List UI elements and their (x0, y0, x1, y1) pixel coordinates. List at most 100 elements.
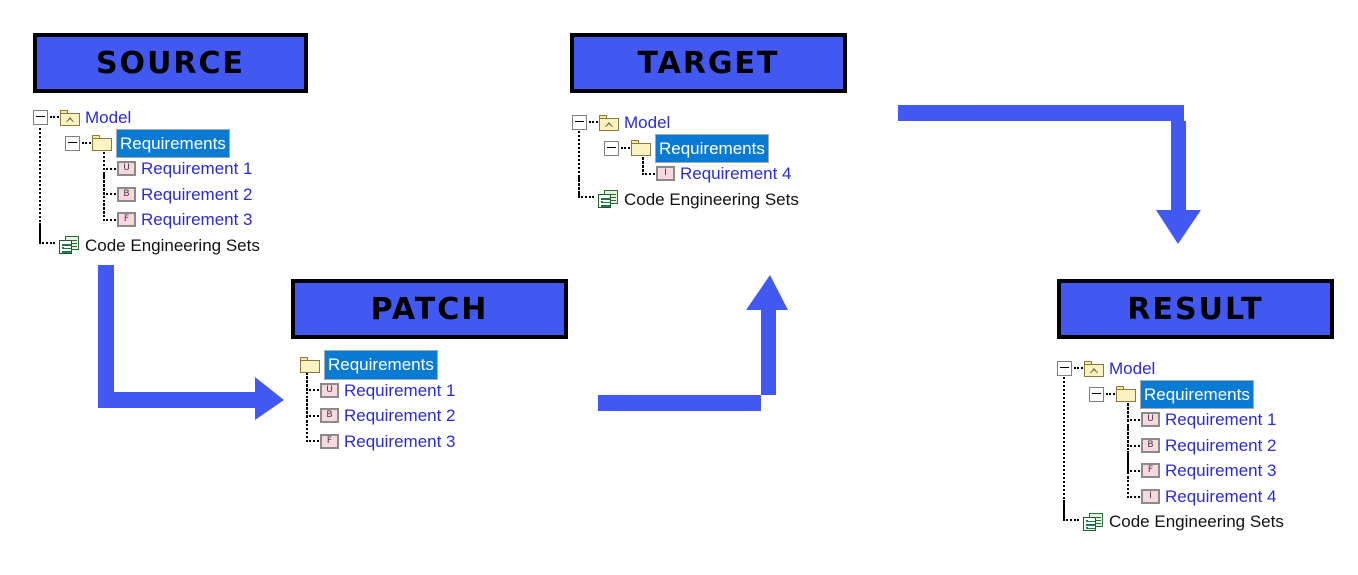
expander-collapse-icon[interactable] (1089, 386, 1104, 402)
tree-node-label: Code Engineering Sets (85, 235, 260, 255)
expander-collapse-icon[interactable] (33, 110, 48, 126)
folder-icon (92, 135, 112, 152)
tree-node-requirement-3[interactable]: F Requirement 3 (300, 429, 456, 455)
tree-node-label: Requirement 2 (344, 406, 456, 425)
tree-connector (82, 141, 91, 145)
tree-node-label: Requirement 4 (680, 164, 792, 183)
requirement-icon: B (117, 186, 136, 202)
tree-node-label: Requirement 3 (1165, 461, 1277, 480)
tree-node-label: Requirement 2 (1165, 435, 1277, 455)
tree-node-label: Requirement 2 (141, 184, 253, 204)
tree-node-code-engineering-sets[interactable]: Code Engineering Sets (1057, 509, 1284, 535)
tree-trunk-line (39, 123, 41, 242)
requirement-icon: F (1141, 463, 1160, 479)
tree-node-label: Model (624, 113, 671, 132)
code-engineering-sets-icon (59, 236, 80, 255)
tree-elbow-req3 (103, 200, 119, 221)
tree-connector (50, 116, 59, 119)
tree-node-label: Model (1109, 359, 1156, 378)
expander-collapse-icon[interactable] (65, 135, 80, 151)
tree-elbow-req3 (306, 421, 322, 442)
tree-node-label: Requirement 1 (344, 380, 456, 400)
tree-connector (589, 121, 598, 124)
tree-node-requirement-1[interactable]: U Requirement 1 (1057, 407, 1284, 433)
tree-node-requirement-4[interactable]: I Requirement 4 (572, 161, 799, 187)
tree-elbow-req3 (1127, 451, 1143, 472)
requirement-icon: B (320, 408, 339, 424)
tree-result: Model Requirements U Requirement 1 B Req… (1057, 356, 1284, 535)
source-to-patch-arrow (98, 265, 284, 420)
panel-title-source: SOURCE (95, 45, 246, 81)
tree-elbow-req2 (306, 396, 322, 417)
tree-node-requirements[interactable]: Requirements (1057, 379, 1284, 409)
tree-node-label: Requirement 1 (1165, 410, 1277, 429)
patch-to-target-arrow (598, 275, 788, 411)
expander-collapse-icon[interactable] (604, 140, 619, 156)
tree-trunk-line (1063, 374, 1065, 519)
package-folder-icon (1084, 360, 1104, 377)
tree-node-requirement-1[interactable]: U Requirement 1 (33, 156, 260, 182)
tree-elbow-req1 (306, 370, 322, 391)
tree-trunk-line-level2 (1127, 400, 1129, 494)
requirement-icon: F (117, 212, 136, 228)
tree-elbow-req2 (1127, 426, 1143, 447)
panel-header-result: RESULT (1057, 279, 1334, 339)
tree-connector (1106, 392, 1115, 396)
expander-collapse-icon[interactable] (1057, 361, 1072, 377)
panel-title-patch: PATCH (370, 291, 489, 327)
tree-node-label: Requirement 4 (1165, 486, 1277, 506)
tree-node-label-selected: Requirements (116, 128, 230, 158)
tree-node-label-selected: Requirements (655, 133, 769, 163)
tree-node-label: Requirement 3 (141, 210, 253, 229)
folder-icon (631, 140, 651, 157)
requirement-icon: I (1141, 488, 1160, 504)
requirement-icon: U (117, 161, 136, 177)
tree-node-requirement-1[interactable]: U Requirement 1 (300, 378, 456, 404)
tree-node-code-engineering-sets[interactable]: Code Engineering Sets (33, 233, 260, 259)
tree-elbow-req2 (103, 174, 119, 195)
tree-target: Model Requirements I Requirement 4 Code … (572, 110, 799, 212)
panel-title-result: RESULT (1127, 291, 1264, 327)
tree-source: Model Requirements U Requirement 1 B Req… (33, 105, 260, 258)
target-to-result-arrow (898, 105, 1201, 244)
tree-elbow-req1 (1127, 400, 1143, 421)
package-folder-icon (60, 109, 80, 126)
tree-elbow-ces (1063, 500, 1079, 521)
tree-node-requirement-2[interactable]: B Requirement 2 (1057, 433, 1284, 459)
package-folder-icon (599, 114, 619, 131)
tree-connector (621, 146, 630, 150)
tree-node-requirements[interactable]: Requirements (33, 128, 260, 158)
panel-header-target: TARGET (570, 33, 847, 93)
tree-node-requirement-2[interactable]: B Requirement 2 (300, 403, 456, 429)
folder-icon (300, 356, 320, 373)
tree-elbow-req4 (1127, 477, 1143, 498)
tree-elbow-ces (578, 177, 594, 198)
tree-node-label-selected: Requirements (1140, 379, 1254, 409)
panel-header-source: SOURCE (33, 33, 308, 93)
tree-connector (1074, 367, 1083, 370)
requirement-icon: U (320, 382, 339, 398)
requirement-icon: F (320, 433, 339, 449)
tree-patch: Requirements U Requirement 1 B Requireme… (300, 350, 456, 455)
tree-node-label-selected: Requirements (324, 350, 438, 380)
tree-node-requirement-4[interactable]: I Requirement 4 (1057, 484, 1284, 510)
folder-icon (1116, 386, 1136, 403)
panel-title-target: TARGET (637, 45, 780, 81)
tree-node-label: Code Engineering Sets (624, 189, 799, 209)
tree-node-model[interactable]: Model (1057, 356, 1284, 382)
tree-node-requirement-3[interactable]: F Requirement 3 (33, 207, 260, 233)
tree-node-requirements[interactable]: Requirements (572, 133, 799, 163)
tree-node-model[interactable]: Model (33, 105, 260, 131)
tree-node-code-engineering-sets[interactable]: Code Engineering Sets (572, 187, 799, 213)
tree-node-model[interactable]: Model (572, 110, 799, 136)
expander-collapse-icon[interactable] (572, 115, 587, 131)
requirement-icon: U (1141, 412, 1160, 428)
tree-node-requirement-3[interactable]: F Requirement 3 (1057, 458, 1284, 484)
tree-node-requirements[interactable]: Requirements (300, 350, 456, 380)
tree-node-label: Model (85, 108, 132, 127)
code-engineering-sets-icon (1083, 512, 1104, 531)
tree-node-requirement-2[interactable]: B Requirement 2 (33, 182, 260, 208)
tree-trunk-line (578, 128, 580, 196)
code-engineering-sets-icon (598, 190, 619, 209)
tree-elbow-req4 (642, 154, 658, 175)
